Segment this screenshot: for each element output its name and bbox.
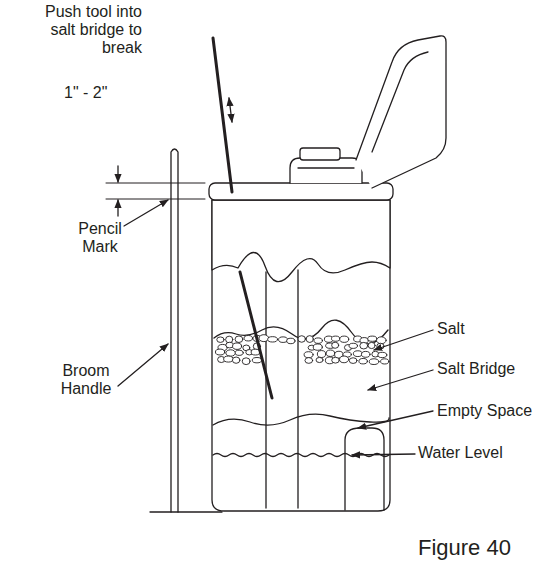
- salt-bridge-bottom: [213, 414, 389, 425]
- leader-line: [374, 330, 433, 350]
- figure-caption: Figure 40: [418, 535, 511, 561]
- float-housing: [345, 428, 384, 510]
- salt-pebble: [259, 335, 269, 342]
- callout-label: Water Level: [418, 444, 558, 462]
- push-tool: [213, 38, 232, 192]
- valve-seam: [298, 167, 354, 168]
- broom-handle: [171, 149, 178, 512]
- dimension-arrow: [117, 166, 118, 182]
- dimension-line: [106, 199, 205, 200]
- dimension-arrow: [117, 200, 118, 216]
- salt-pebble: [353, 351, 362, 357]
- callout-label: Pencil Mark: [70, 220, 130, 256]
- callout-label: Salt: [437, 320, 557, 338]
- salt-pebble: [233, 343, 242, 349]
- floor-line: [150, 511, 222, 512]
- salt-pebble: [361, 351, 370, 357]
- salt-pebble: [235, 336, 243, 343]
- salt-pebble: [215, 349, 224, 355]
- salt-pebble: [217, 337, 224, 342]
- salt-pebble: [349, 358, 357, 364]
- salt-pebble: [349, 343, 357, 348]
- tank-lid: [209, 183, 393, 200]
- salt-surface: [214, 320, 388, 344]
- salt-pebble: [244, 335, 252, 340]
- salt-pebble: [304, 352, 313, 358]
- salt-pebble: [298, 336, 305, 343]
- salt-pebble: [332, 357, 340, 363]
- salt-pebble: [242, 358, 250, 365]
- leader-line: [358, 411, 433, 428]
- salt-pebble: [360, 342, 368, 349]
- callout-label: Salt Bridge: [437, 360, 557, 378]
- salt-pebble: [332, 342, 339, 348]
- salt-pebble: [252, 358, 261, 363]
- leader-line: [118, 344, 168, 386]
- callout-label: Empty Space: [437, 402, 557, 420]
- salt-pebble: [359, 358, 367, 363]
- leader-line: [124, 200, 168, 226]
- tank-body: [212, 200, 390, 511]
- callout-label: 1" - 2": [64, 84, 134, 102]
- salt-pebble: [332, 336, 340, 341]
- salt-pebble: [369, 359, 379, 365]
- leader-line: [352, 454, 415, 455]
- salt-pebble: [226, 350, 236, 356]
- salt-pebble: [305, 358, 313, 364]
- valve-head: [290, 158, 362, 183]
- leader-line: [368, 370, 433, 390]
- salt-pebble: [368, 342, 375, 348]
- salt-pebble: [381, 359, 389, 364]
- salt-pebble: [313, 344, 322, 350]
- salt-pebble: [378, 352, 387, 357]
- dimension-line: [106, 183, 205, 184]
- tank-wall: [212, 200, 390, 282]
- salt-pebble: [224, 356, 234, 362]
- cover-edge: [372, 52, 428, 152]
- salt-pebble: [279, 337, 288, 343]
- salt-pebble: [232, 357, 240, 363]
- motion-arrow: [229, 98, 232, 122]
- salt-pebble: [235, 350, 243, 355]
- salt-pebble: [268, 337, 278, 342]
- valve-knob: [300, 148, 340, 160]
- salt-pebble: [314, 338, 322, 343]
- salt-pebble: [368, 336, 377, 341]
- salt-pebble: [377, 337, 387, 344]
- salt-pebble: [340, 336, 349, 342]
- salt-pebble: [326, 350, 334, 356]
- salt-pebble: [287, 338, 295, 343]
- salt-pebble: [340, 356, 349, 363]
- callout-label: Push tool into salt bridge to break: [30, 3, 142, 57]
- salt-pebble: [317, 351, 325, 358]
- open-cover: [356, 36, 446, 188]
- callout-label: Broom Handle: [52, 362, 120, 398]
- salt-pebble: [316, 357, 323, 362]
- salt-pebble: [306, 336, 313, 343]
- salt-pebbles: [215, 335, 388, 365]
- push-tool-inside: [240, 272, 272, 398]
